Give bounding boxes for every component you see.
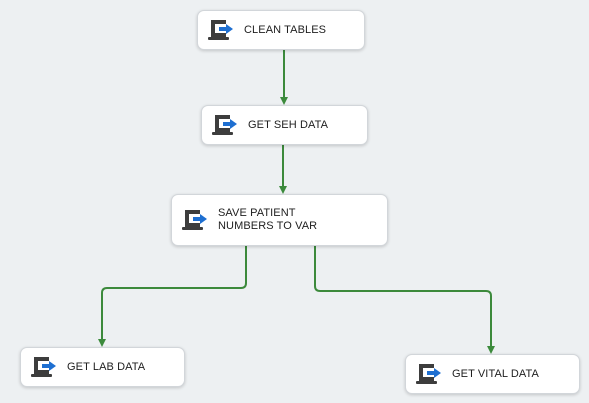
task-save-patient-numbers-to-var[interactable]: SAVE PATIENT NUMBERS TO VAR xyxy=(171,194,388,246)
connector-save-to-vital[interactable] xyxy=(314,246,495,354)
execute-sql-task-icon xyxy=(212,115,237,135)
task-label: GET SEH DATA xyxy=(248,118,329,131)
task-label: GET LAB DATA xyxy=(67,360,146,373)
task-get-seh-data[interactable]: GET SEH DATA xyxy=(201,105,368,145)
task-clean-tables[interactable]: CLEAN TABLES xyxy=(197,10,365,50)
task-get-vital-data[interactable]: GET VITAL DATA xyxy=(405,354,580,394)
connector-save-to-lab[interactable] xyxy=(98,246,247,347)
task-label: GET VITAL DATA xyxy=(452,367,539,380)
execute-sql-task-icon xyxy=(208,20,233,40)
execute-sql-task-icon xyxy=(31,357,56,377)
execute-sql-task-icon xyxy=(182,210,207,230)
execute-sql-task-icon xyxy=(416,364,441,384)
task-label: SAVE PATIENT NUMBERS TO VAR xyxy=(218,207,318,232)
task-label: CLEAN TABLES xyxy=(244,23,327,36)
task-get-lab-data[interactable]: GET LAB DATA xyxy=(20,347,185,387)
